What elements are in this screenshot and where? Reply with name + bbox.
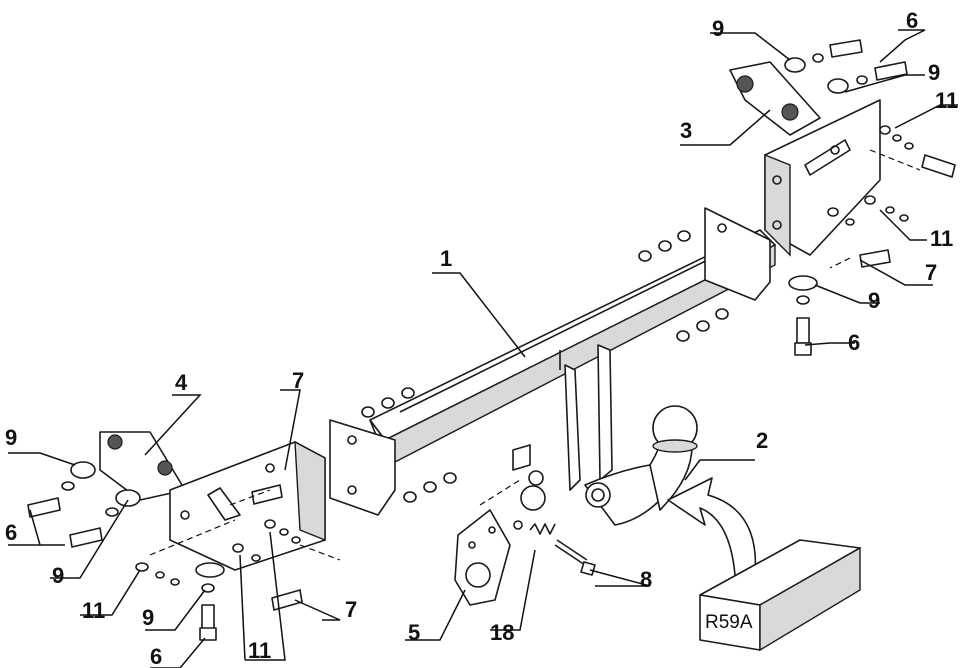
label-6: 6 xyxy=(848,330,860,355)
label-11: 11 xyxy=(935,88,958,113)
label-11: 11 xyxy=(248,638,271,663)
label-9: 9 xyxy=(5,425,17,450)
label-5: 5 xyxy=(408,620,420,645)
box-label: R59A xyxy=(705,612,753,633)
label-2: 2 xyxy=(756,428,768,453)
bolt-part-8 xyxy=(554,539,596,576)
label-1: 1 xyxy=(440,246,452,271)
reference-box: R59A xyxy=(699,539,861,652)
label-9: 9 xyxy=(142,605,154,630)
leader-lines xyxy=(8,29,958,668)
label-9: 9 xyxy=(712,16,724,41)
label-4: 4 xyxy=(175,370,188,395)
crossbar-part-1 xyxy=(329,207,776,516)
label-11: 11 xyxy=(930,226,953,251)
label-9: 9 xyxy=(52,563,64,588)
direction-arrow-icon xyxy=(667,477,757,576)
fasteners xyxy=(27,39,956,641)
label-6: 6 xyxy=(5,520,17,545)
label-6: 6 xyxy=(906,8,918,33)
label-7: 7 xyxy=(925,260,937,285)
label-18: 18 xyxy=(490,620,514,645)
spring-part-18 xyxy=(513,520,556,535)
socket-plate-part-5 xyxy=(454,444,546,606)
left-bracket-part-4 xyxy=(99,431,326,571)
label-7: 7 xyxy=(292,368,304,393)
right-bracket-part-3 xyxy=(729,61,881,257)
label-3: 3 xyxy=(680,118,692,143)
label-11: 11 xyxy=(82,598,105,623)
label-6: 6 xyxy=(150,644,162,668)
label-7: 7 xyxy=(345,597,357,622)
alignment-lines xyxy=(149,149,921,561)
label-8: 8 xyxy=(640,567,652,592)
hitch-arm-part-2 xyxy=(564,344,698,526)
part-labels: 1 2 3 4 5 6 6 6 6 7 7 7 8 9 9 9 9 9 9 11… xyxy=(5,8,958,668)
label-9: 9 xyxy=(868,288,880,313)
label-9: 9 xyxy=(928,60,940,85)
